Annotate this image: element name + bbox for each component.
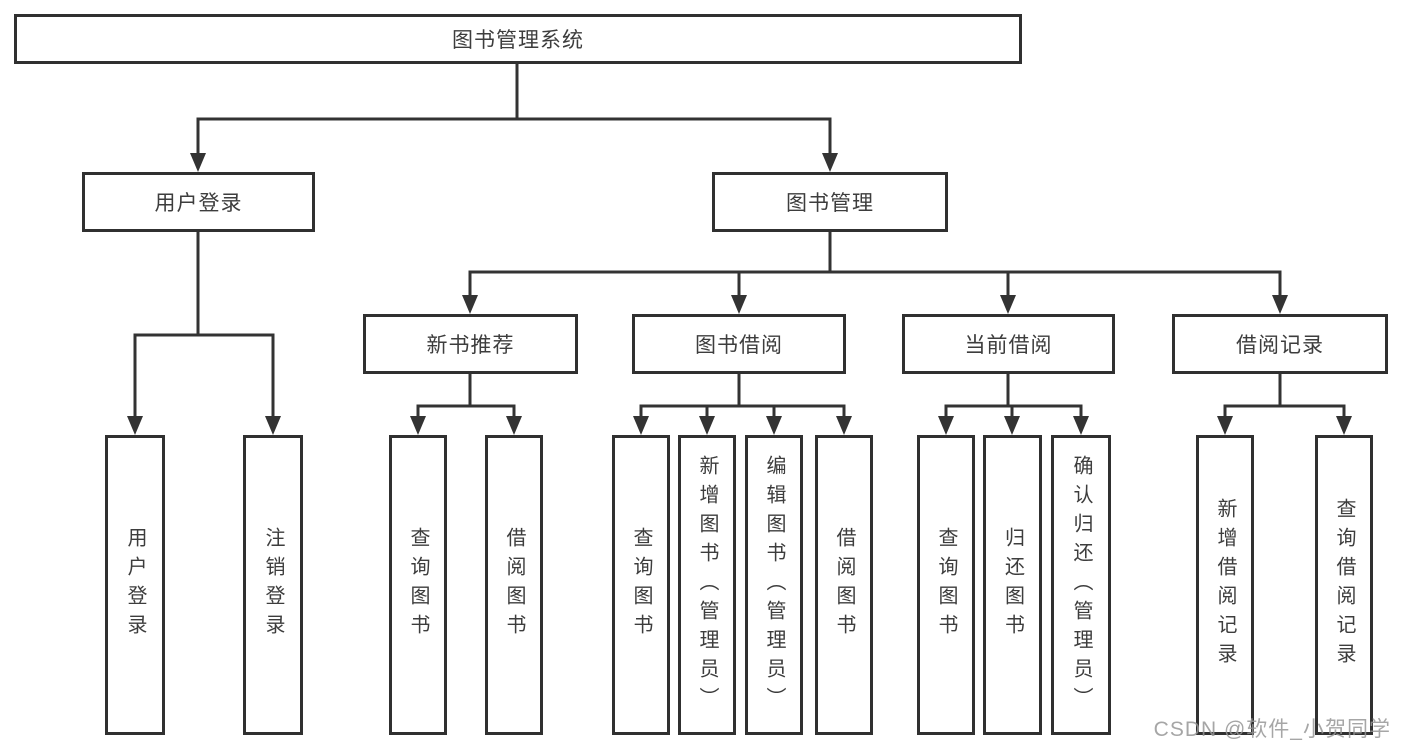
node-label: 用户登录 (154, 192, 243, 215)
leaf-query-books-borrow: 查询图书 (612, 435, 670, 735)
leaf-borrow-books: 借阅图书 (815, 435, 873, 735)
node-label: 图书借阅 (695, 334, 783, 357)
leaf-user-login: 用户登录 (105, 435, 165, 735)
node-user-login: 用户登录 (82, 172, 315, 232)
node-new-book-recommendation: 新书推荐 (363, 314, 578, 374)
node-label: 查询图书 (407, 527, 429, 643)
leaf-logout-login: 注销登录 (243, 435, 303, 735)
node-label: 图书管理 (786, 192, 874, 215)
leaf-query-books-recommend: 查询图书 (389, 435, 447, 735)
leaf-query-borrow-record: 查询借阅记录 (1315, 435, 1373, 735)
node-borrowing-records: 借阅记录 (1172, 314, 1388, 374)
node-label: 当前借阅 (964, 334, 1053, 357)
node-library-management-system: 图书管理系统 (14, 14, 1022, 64)
leaf-borrow-books-recommend: 借阅图书 (485, 435, 543, 735)
node-label: 借阅记录 (1236, 334, 1324, 357)
node-book-management: 图书管理 (712, 172, 948, 232)
leaf-query-books-current: 查询图书 (917, 435, 975, 735)
node-label: 查询图书 (630, 527, 652, 643)
leaf-add-book-admin: 新增图书（管理员） (678, 435, 736, 735)
leaf-confirm-return-admin: 确认归还（管理员） (1051, 435, 1111, 735)
node-label: 借阅图书 (833, 527, 855, 643)
leaf-return-books: 归还图书 (983, 435, 1042, 735)
node-label: 新增图书（管理员） (696, 454, 718, 716)
csdn-watermark: CSDN @软件_小贺同学 (1153, 718, 1391, 741)
node-label: 图书管理系统 (452, 29, 584, 52)
node-label: 编辑图书（管理员） (763, 454, 785, 716)
node-label: 新书推荐 (426, 334, 515, 357)
node-book-borrowing: 图书借阅 (632, 314, 846, 374)
node-label: 新增借阅记录 (1214, 498, 1236, 672)
node-current-borrowing: 当前借阅 (902, 314, 1115, 374)
leaf-edit-book-admin: 编辑图书（管理员） (745, 435, 803, 735)
node-label: 查询图书 (935, 527, 957, 643)
node-label: 查询借阅记录 (1333, 498, 1355, 672)
leaf-add-borrow-record: 新增借阅记录 (1196, 435, 1254, 735)
node-label: 用户登录 (124, 527, 146, 643)
node-label: 借阅图书 (503, 527, 525, 643)
node-label: 归还图书 (1001, 527, 1024, 643)
node-label: 确认归还（管理员） (1070, 454, 1092, 716)
node-label: 注销登录 (262, 527, 284, 643)
